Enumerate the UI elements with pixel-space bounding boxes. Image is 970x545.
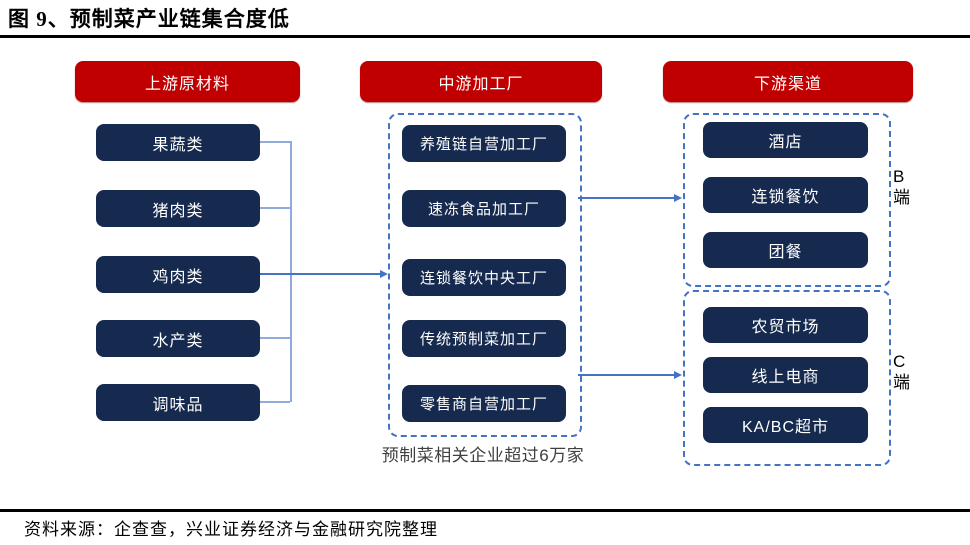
column-header-midstream: 中游加工厂	[360, 61, 602, 102]
arrow-left-to-mid-head-icon	[380, 269, 388, 278]
top-rule	[0, 35, 970, 38]
midstream-node-traditional: 传统预制菜加工厂	[402, 320, 566, 357]
source-note: 资料来源：企查查，兴业证券经济与金融研究院整理	[24, 520, 438, 539]
b-group-label-char: B	[893, 167, 905, 186]
c-group-label-char: C	[893, 352, 906, 371]
upstream-node-fruit-veg: 果蔬类	[96, 124, 260, 161]
connector-stub-4	[260, 401, 290, 403]
connector-stub-3	[260, 337, 290, 339]
midstream-node-breeding: 养殖链自营加工厂	[402, 125, 566, 162]
connector-stub-1	[260, 141, 290, 143]
b-group-label-suffix: 端	[893, 188, 910, 207]
arrow-left-to-mid-line	[260, 273, 380, 275]
upstream-node-pork: 猪肉类	[96, 190, 260, 227]
column-header-upstream: 上游原材料	[75, 61, 300, 102]
c-group-dashed-box	[683, 290, 891, 466]
figure-title: 图 9、预制菜产业链集合度低	[8, 7, 290, 31]
c-group-label-suffix: 端	[893, 373, 910, 392]
midstream-dashed-box	[388, 113, 582, 437]
connector-stub-2	[260, 207, 290, 209]
connector-bus-vertical	[290, 141, 292, 402]
c-group-label: C 端	[893, 351, 910, 393]
c-node-farmers-market: 农贸市场	[703, 307, 868, 343]
upstream-node-chicken: 鸡肉类	[96, 256, 260, 293]
midstream-caption: 预制菜相关企业超过6万家	[381, 446, 585, 465]
b-group-label: B 端	[893, 166, 910, 208]
column-header-downstream: 下游渠道	[663, 61, 913, 102]
b-node-chain-restaurant: 连锁餐饮	[703, 177, 868, 213]
arrow-mid-to-b-head-icon	[674, 193, 682, 202]
bottom-rule	[0, 509, 970, 512]
c-node-ka-bc-supermarket: KA/BC超市	[703, 407, 868, 443]
upstream-node-aquatic: 水产类	[96, 320, 260, 357]
b-node-group-meal: 团餐	[703, 232, 868, 268]
arrow-mid-to-b-line	[578, 197, 674, 199]
midstream-node-chain-central: 连锁餐饮中央工厂	[402, 259, 566, 296]
upstream-node-seasoning: 调味品	[96, 384, 260, 421]
arrow-mid-to-c-head-icon	[674, 370, 682, 379]
b-node-hotel: 酒店	[703, 122, 868, 158]
arrow-mid-to-c-line	[578, 374, 674, 376]
midstream-node-retailer: 零售商自营加工厂	[402, 385, 566, 422]
c-node-online-ecommerce: 线上电商	[703, 357, 868, 393]
midstream-node-frozen-food: 速冻食品加工厂	[402, 190, 566, 227]
b-group-dashed-box	[683, 113, 891, 287]
